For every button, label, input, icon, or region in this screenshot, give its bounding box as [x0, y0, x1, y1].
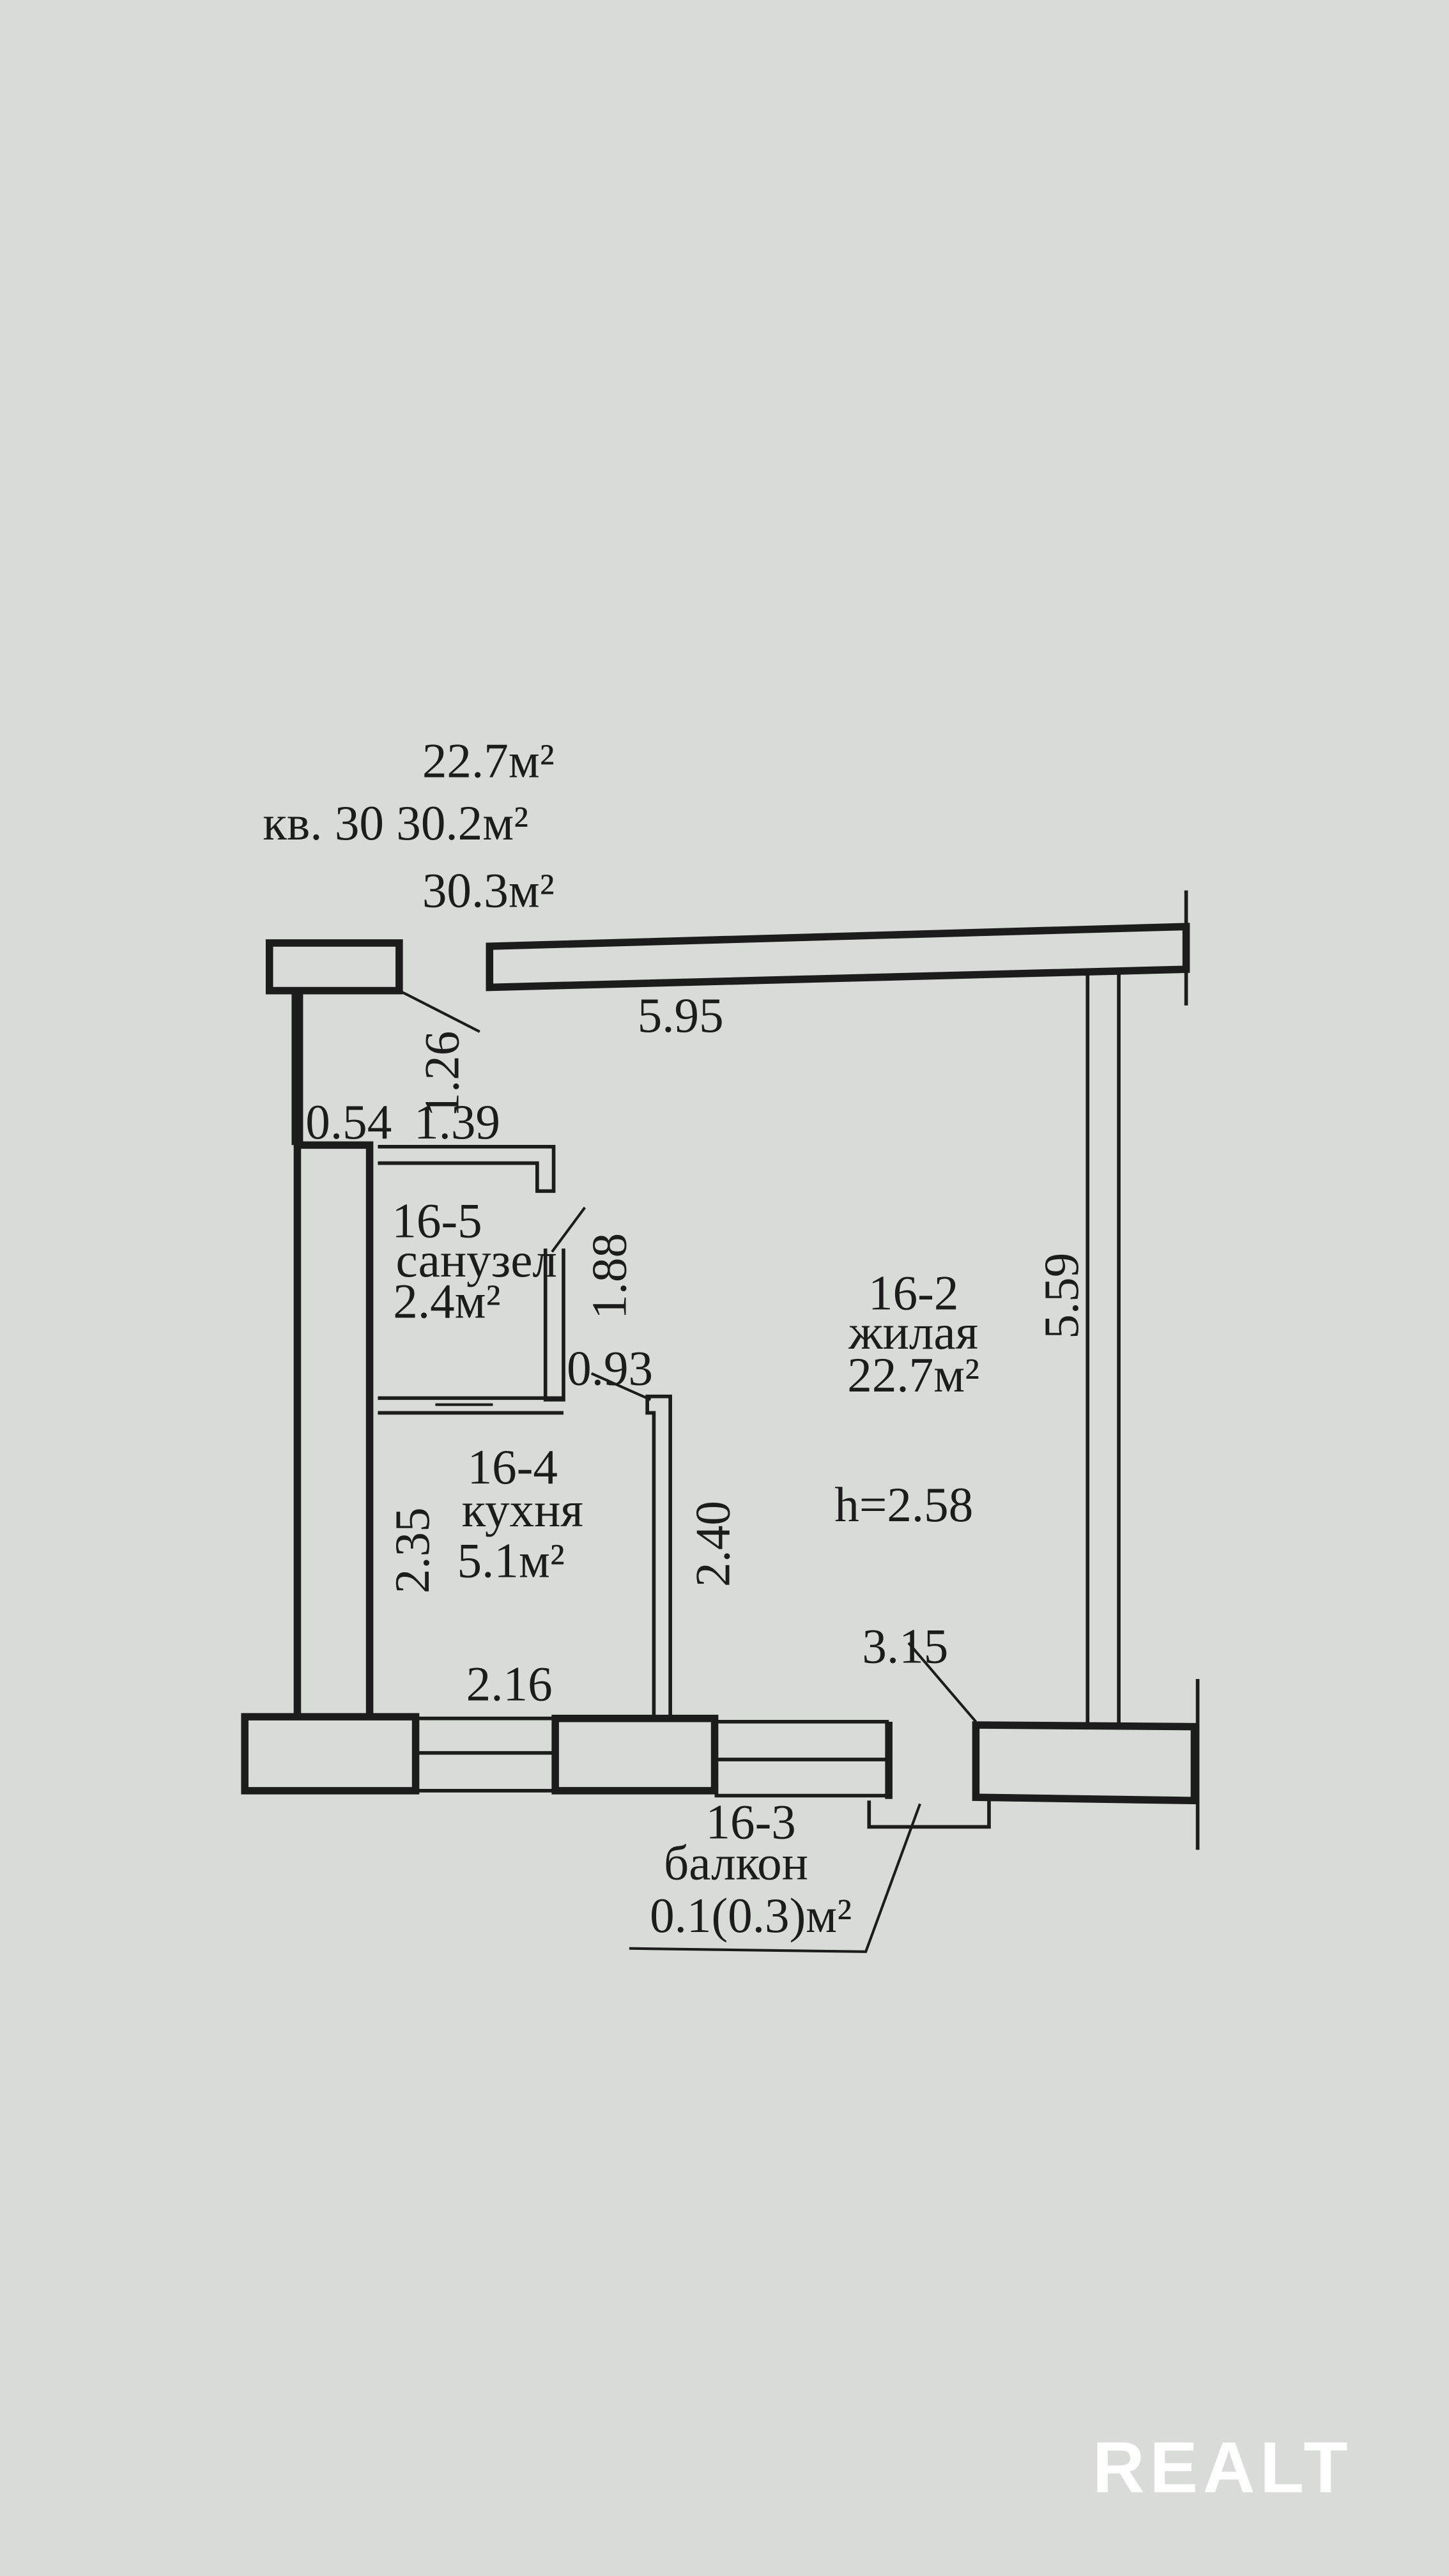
dim-kitchen-width: 2.16 — [466, 1656, 553, 1711]
room-area: 2.4м² — [393, 1273, 500, 1328]
room-balcony: 16-3 балкон 0.1(0.3)м² — [650, 1794, 852, 1943]
room-name: балкон — [664, 1836, 808, 1890]
ceiling-height: h=2.58 — [834, 1477, 973, 1532]
room-name: кухня — [462, 1482, 583, 1537]
wall-bottom-right — [972, 1721, 1199, 1805]
wall-left — [293, 1141, 374, 1717]
leader-room — [907, 1642, 977, 1723]
leader-lines — [398, 989, 977, 1953]
leader-balcony — [629, 1803, 921, 1953]
dim-kitchen-right: 2.40 — [686, 1501, 740, 1587]
dim-room-bottom: 3.15 — [862, 1618, 948, 1673]
room-id: 16-3 — [705, 1794, 795, 1849]
total-area-label: 30.3м² — [422, 862, 555, 917]
room-bathroom: 16-5 санузел 2.4м² — [392, 1193, 557, 1328]
apartment-label: кв. 30 30.2м² — [263, 795, 528, 850]
leader-passage — [590, 1372, 652, 1401]
room-area: 0.1(0.3)м² — [650, 1888, 852, 1943]
wall-top-left — [265, 939, 403, 995]
wall-bottom-middle — [551, 1714, 719, 1795]
leader-entrance — [398, 989, 480, 1033]
balcony-outline — [867, 1800, 991, 1829]
wall-bathroom-top — [378, 1145, 556, 1193]
living-area-label: 22.7м² — [422, 733, 555, 788]
leader-bath — [551, 1206, 586, 1253]
dim-right-wall: 5.59 — [1034, 1253, 1089, 1339]
walls — [241, 890, 1200, 1850]
wall-bottom-left — [241, 1713, 420, 1795]
room-id: 16-5 — [392, 1193, 482, 1248]
dim-passage: 0.93 — [567, 1341, 653, 1396]
realt-watermark-logo: REALT — [1092, 2427, 1353, 2508]
room-area: 22.7м² — [847, 1347, 979, 1402]
room-id: 16-4 — [468, 1439, 558, 1494]
dim-bath-depth: 1.88 — [582, 1233, 637, 1319]
room-id: 16-2 — [868, 1265, 958, 1320]
room-kitchen: 16-4 кухня 5.1м² — [457, 1439, 583, 1588]
room-name: жилая — [848, 1305, 978, 1360]
dim-top-wall: 5.95 — [638, 988, 724, 1043]
wall-kitchen-right — [645, 1394, 672, 1717]
dim-kitchen-left: 2.35 — [385, 1507, 440, 1593]
room-area: 5.1м² — [457, 1533, 565, 1588]
room-name: санузел — [395, 1232, 556, 1287]
room-living: 16-2 жилая 22.7м² — [847, 1265, 979, 1402]
dim-hall-b: 1.39 — [414, 1094, 500, 1149]
dim-hall-a: 0.54 — [305, 1094, 392, 1149]
dim-entrance: 1.26 — [414, 1031, 469, 1117]
